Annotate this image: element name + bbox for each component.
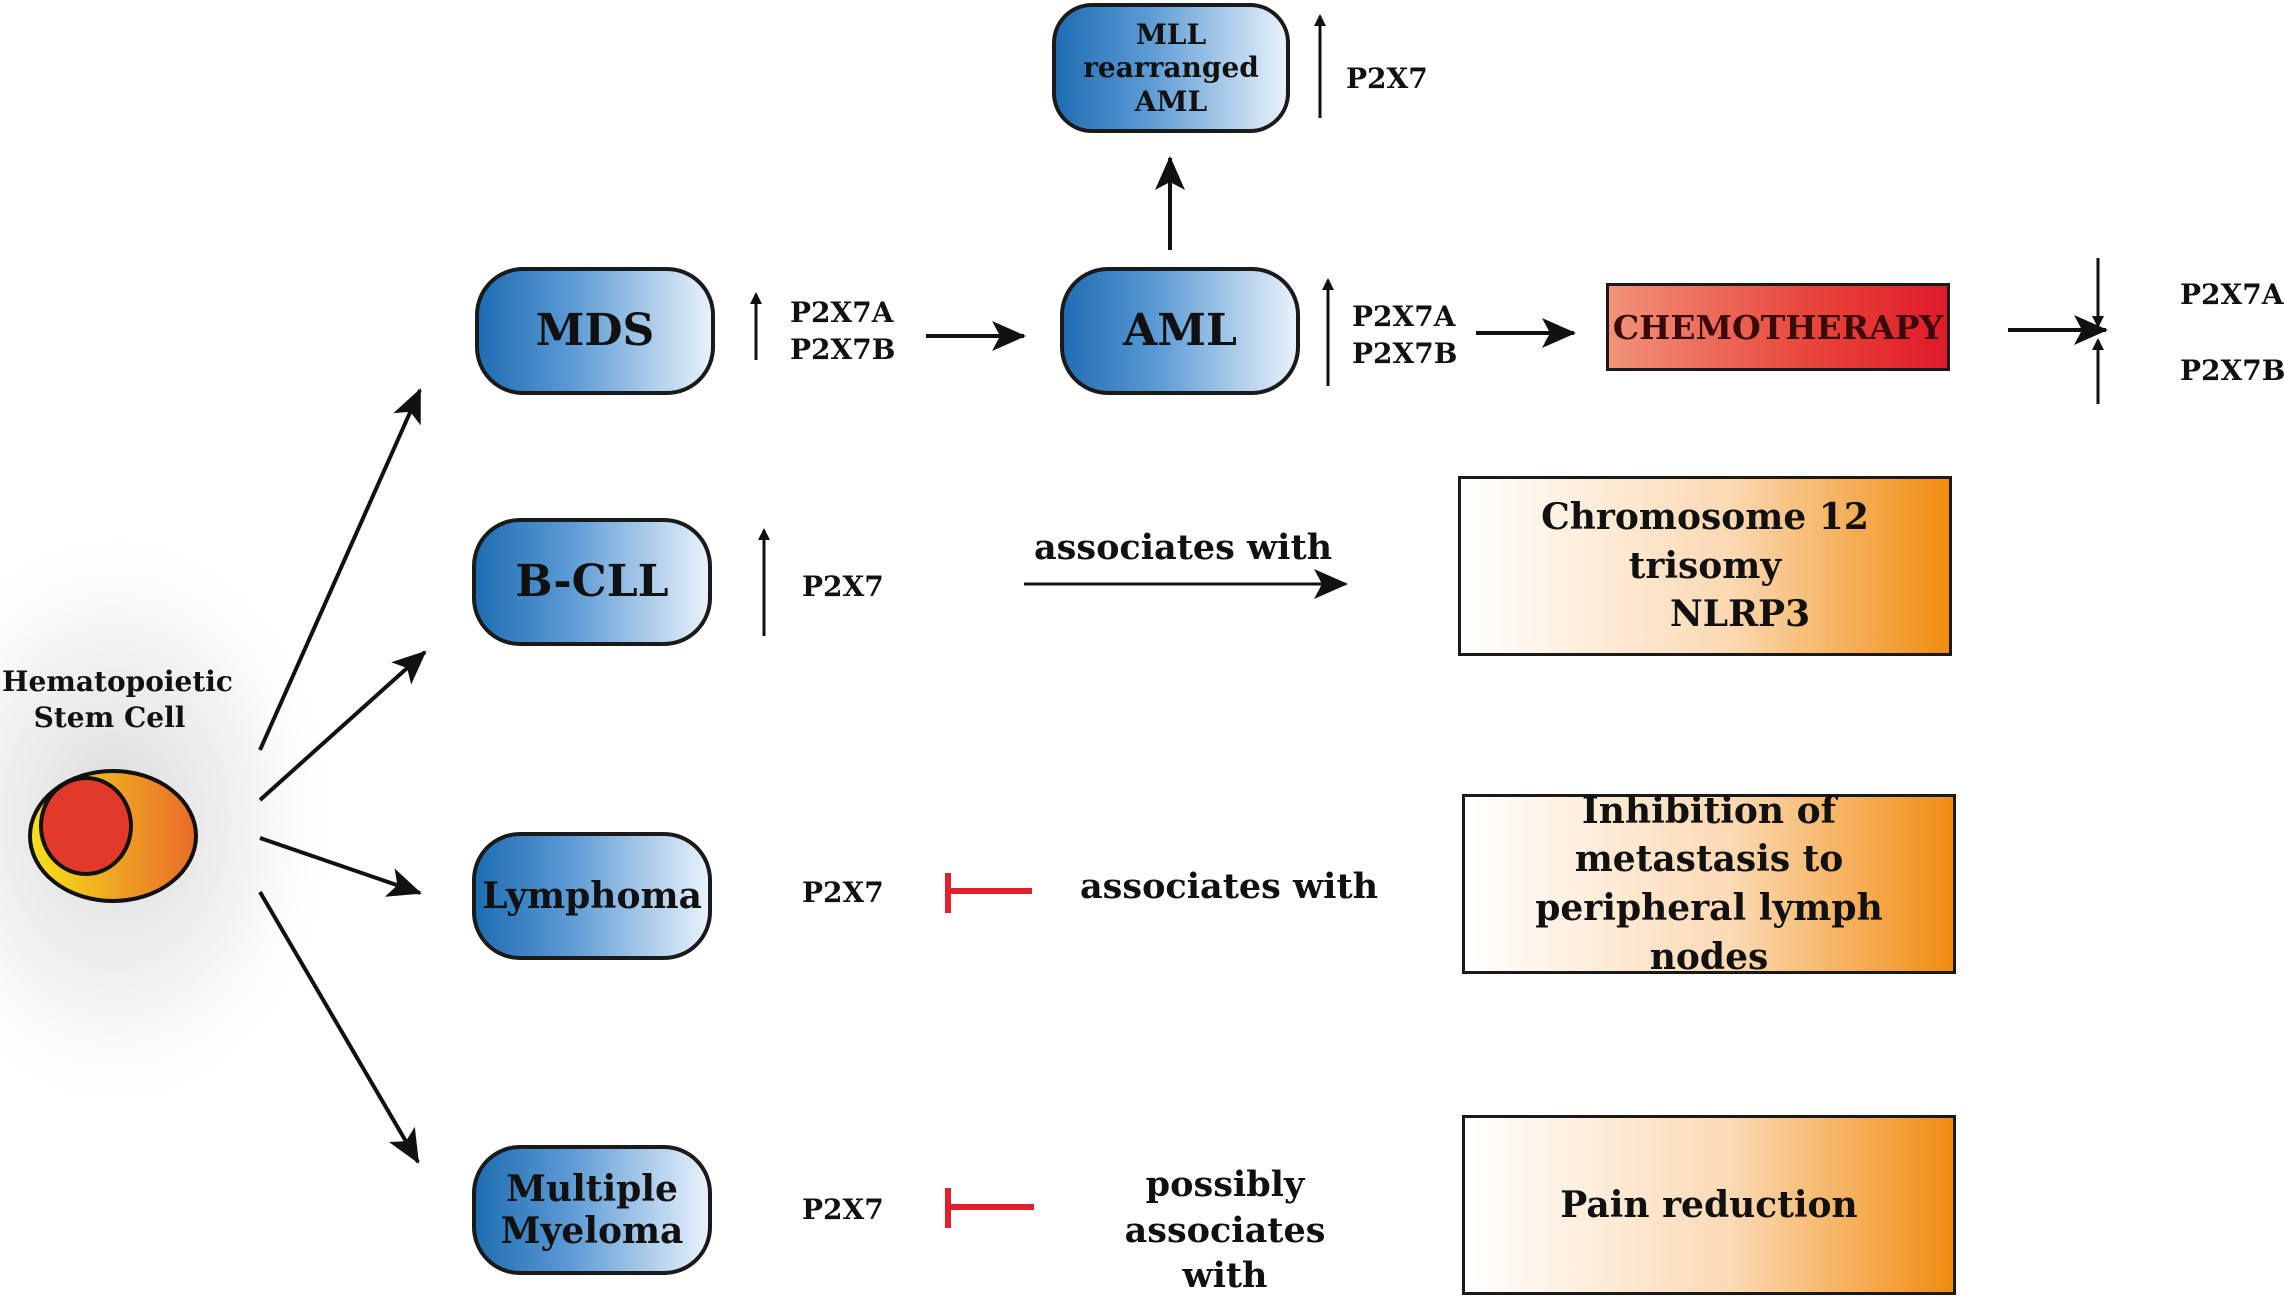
- marker-lymphoma: P2X7: [802, 876, 884, 909]
- marker-mds-b: P2X7B: [790, 333, 896, 366]
- outcome-lymphoma-box: Inhibition of metastasis to peripheral l…: [1462, 790, 1956, 978]
- inhibit-icon-myeloma: [945, 1188, 1034, 1228]
- outcome-myeloma-text: Pain reduction: [1560, 1183, 1858, 1226]
- bcll-node: B-CLL: [472, 518, 712, 646]
- marker-aml-a: P2X7A: [1352, 300, 1456, 333]
- marker-chemo-a: P2X7A: [2180, 278, 2284, 311]
- relation-myeloma: possibly associates with: [1124, 1164, 1326, 1296]
- myeloma-node: Multiple Myeloma: [472, 1145, 712, 1275]
- arrow-to-bcll: [258, 650, 427, 802]
- arrow-to-mds: [258, 388, 422, 751]
- aml-node: AML: [1060, 267, 1300, 395]
- relation-bcll: associates with: [1034, 527, 1333, 568]
- outcome-lymphoma-text: Inhibition of metastasis to peripheral l…: [1535, 789, 1883, 978]
- marker-bcll: P2X7: [802, 570, 884, 603]
- stem-cell-icon: [28, 769, 198, 903]
- relation-lymphoma: associates with: [1080, 866, 1379, 907]
- outcome-bcll-line2: NLRP3: [1669, 593, 1811, 636]
- stem-cell-label: Hematopoietic Stem Cell: [2, 665, 233, 735]
- marker-mds-a: P2X7A: [790, 296, 894, 329]
- mds-node: MDS: [475, 267, 715, 395]
- arrow-to-myeloma: [258, 890, 420, 1164]
- arrow-to-lymphoma: [259, 836, 422, 897]
- lymphoma-node: Lymphoma: [472, 832, 712, 960]
- marker-aml-b: P2X7B: [1352, 337, 1458, 370]
- marker-mll: P2X7: [1346, 62, 1428, 95]
- marker-myeloma: P2X7: [802, 1193, 884, 1226]
- inhibit-icon-lymphoma: [945, 873, 1032, 913]
- outcome-bcll-line1: Chromosome 12 trisomy: [1541, 496, 1869, 587]
- chemotherapy-box: CHEMOTHERAPY: [1606, 283, 1950, 371]
- outcome-myeloma-box: Pain reduction: [1462, 1115, 1956, 1295]
- mll-aml-node: MLL rearranged AML: [1052, 3, 1290, 133]
- marker-chemo-b: P2X7B: [2180, 354, 2284, 387]
- outcome-bcll-box: Chromosome 12 trisomy NLRP3: [1458, 476, 1952, 656]
